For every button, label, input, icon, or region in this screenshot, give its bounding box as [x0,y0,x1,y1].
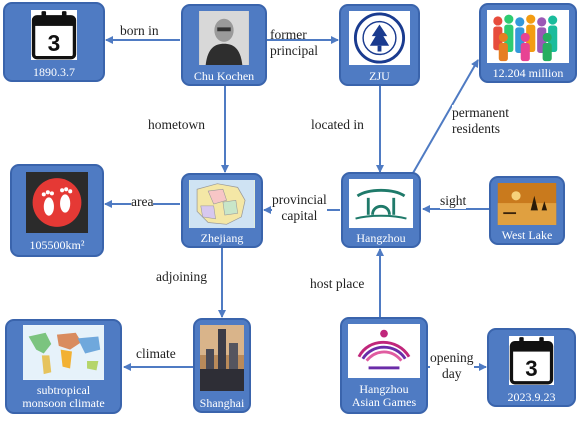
west-lake-photo [497,183,557,225]
node-area-value: 105500km² [10,164,104,257]
edge-label-capital: capital [281,208,318,223]
map-graphic [189,180,255,228]
node-label: Shanghai [199,396,245,410]
node-chu-kochen: Chu Kochen [181,4,267,86]
node-label-line2: monsoon climate [22,396,105,410]
edge-label-adjoining: adjoining [156,269,207,285]
people-icon [487,10,569,63]
node-opening-date: 3 2023.9.23 [487,328,576,407]
edge-label-former-principal: former principal [270,27,318,59]
seal-graphic [353,12,406,64]
edge-label-located-in: located in [311,117,364,133]
node-hangzhou: Hangzhou [341,172,421,248]
node-label-line2: Asian Games [351,395,417,409]
calendar-icon: 3 [509,336,554,385]
node-label: 2023.9.23 [507,390,556,404]
calendar-graphic: 3 [31,11,77,60]
node-west-lake: West Lake [489,176,565,245]
skyline-graphic [200,325,244,391]
node-zhejiang: Zhejiang [181,173,263,248]
edge-label-opening: opening [430,350,474,365]
node-label: West Lake [501,228,553,242]
edge-label-provincial-capital: provincial capital [272,192,327,224]
edge-label-host-place: host place [310,276,365,292]
node-label-line1: Hangzhou [359,382,409,396]
portrait-graphic [199,11,249,65]
node-population: 12.204 million [479,3,577,83]
node-birth-date: 3 1890.3.7 [3,2,105,82]
world-climate-map [23,325,104,380]
node-label: 12.204 million [492,66,564,80]
edge-label-provincial: provincial [272,192,327,207]
calendar-icon: 3 [31,10,77,60]
people-graphic [493,14,558,62]
edge-label-principal: principal [270,43,318,58]
node-label: Chu Kochen [193,69,255,83]
node-label: 105500km² [29,238,85,252]
games-emblem [348,324,420,378]
emblem-graphic [349,324,419,378]
lake-graphic [497,183,557,225]
logo-graphic [349,179,413,228]
edge-label-permanent: permanent [452,105,509,120]
hangzhou-logo [349,179,413,228]
node-label: Hangzhou Asian Games [342,383,426,409]
calendar-graphic: 3 [509,337,554,385]
node-label: 1890.3.7 [33,65,75,79]
edge-label-former: former [270,27,307,42]
edge-label-area: area [131,194,154,210]
university-seal [349,11,410,65]
edge-permanent-residents [412,59,479,174]
node-label: subtropical monsoon climate [7,384,120,410]
node-shanghai: Shanghai [193,318,251,413]
skyline-photo [200,325,244,391]
node-climate: subtropical monsoon climate [5,319,122,414]
climate-map-graphic [23,325,104,380]
edge-label-opening-day: opening day [430,350,474,382]
calendar-day-number: 3 [48,30,61,56]
node-label: ZJU [369,69,390,83]
edge-label-sight: sight [440,193,467,209]
portrait-photo [199,11,249,65]
footprints-icon [26,172,88,233]
node-label-line1: subtropical [36,383,91,397]
edge-label-day: day [442,366,462,381]
province-map [189,180,255,228]
edge-label-residents: residents [452,121,500,136]
edge-label-climate: climate [136,346,176,362]
edge-label-born-in: born in [120,23,159,39]
edge-label-hometown: hometown [148,117,205,133]
node-label: Hangzhou [356,231,406,245]
calendar-day-number: 3 [525,356,537,381]
node-label: Zhejiang [200,231,244,245]
node-asian-games: Hangzhou Asian Games [340,317,428,414]
footprints-graphic [26,172,88,233]
node-zju: ZJU [339,4,420,86]
edge-label-permanent-residents: permanent residents [452,105,509,137]
